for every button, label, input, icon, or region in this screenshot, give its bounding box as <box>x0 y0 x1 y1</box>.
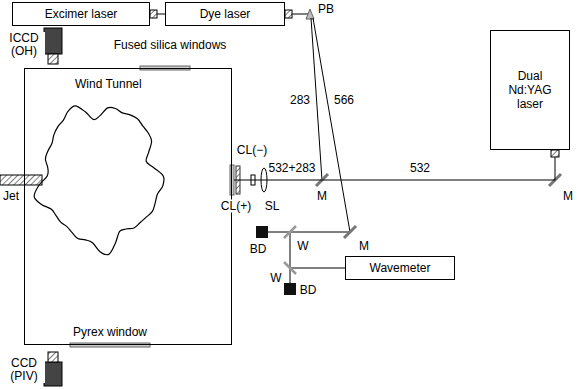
jet-label: Jet <box>2 190 20 203</box>
node-text: Wind Tunnel <box>75 77 142 91</box>
window-label: Fused silica windows <box>113 39 228 52</box>
wedge-label: W <box>296 240 309 253</box>
flame-jet <box>34 106 164 255</box>
node-text: Dye laser <box>200 7 251 21</box>
laser-box: Excimer laser <box>12 2 150 26</box>
beam <box>268 232 350 233</box>
silica-window <box>230 165 234 195</box>
beam <box>290 268 291 283</box>
beam <box>290 232 345 268</box>
beam-283 <box>311 18 322 180</box>
mirror-label: M <box>562 190 574 203</box>
mirror-label: M <box>358 240 370 253</box>
beam-dump <box>256 226 268 238</box>
mirror <box>344 226 356 238</box>
wavelength-label: 283 <box>289 94 311 107</box>
camera-lens <box>48 54 58 64</box>
instrument-box: Wavemeter <box>345 256 455 280</box>
camera-label: CCD (PIV) <box>3 357 45 383</box>
jet-nozzle <box>0 175 42 185</box>
camera-lens <box>48 352 58 362</box>
node-text: Excimer laser <box>45 7 118 21</box>
wavelength-label: 532 <box>409 162 431 175</box>
laser-port <box>285 10 292 18</box>
wind-tunnel: Wind Tunnel <box>24 68 232 345</box>
camera-label: ICCD (OH) <box>3 32 45 58</box>
beam-dump-label: BD <box>249 243 268 256</box>
lens-label: CL(+) <box>220 200 252 213</box>
laser-port <box>150 10 157 18</box>
node-text: Dual Nd:YAG laser <box>500 69 560 111</box>
flame-outline <box>34 106 164 255</box>
beam-dump-label: BD <box>299 284 318 297</box>
lens-label: CL(−) <box>236 144 268 157</box>
camera-body <box>44 362 62 386</box>
wedge <box>284 262 296 274</box>
beam-566 <box>313 18 350 232</box>
node-text: Wavemeter <box>370 261 431 275</box>
laser-box: Dual Nd:YAG laser <box>490 30 570 150</box>
window-label: Pyrex window <box>72 326 148 339</box>
beam-dump <box>284 283 296 295</box>
mirror-label: M <box>316 190 328 203</box>
laser-port <box>551 150 559 157</box>
wedge-label: W <box>269 272 282 285</box>
prism <box>306 9 314 19</box>
wavelength-label: 532+283 <box>267 162 316 175</box>
camera-body <box>44 28 62 54</box>
pyrex-window <box>70 343 150 347</box>
beam-connector <box>157 14 165 15</box>
beam <box>292 14 310 15</box>
component-label: PB <box>317 3 335 16</box>
wedge <box>284 226 296 238</box>
beam-connector <box>234 157 555 180</box>
laser-box: Dye laser <box>165 2 285 26</box>
wavelength-label: 566 <box>333 94 355 107</box>
lens-label: SL <box>264 200 281 213</box>
